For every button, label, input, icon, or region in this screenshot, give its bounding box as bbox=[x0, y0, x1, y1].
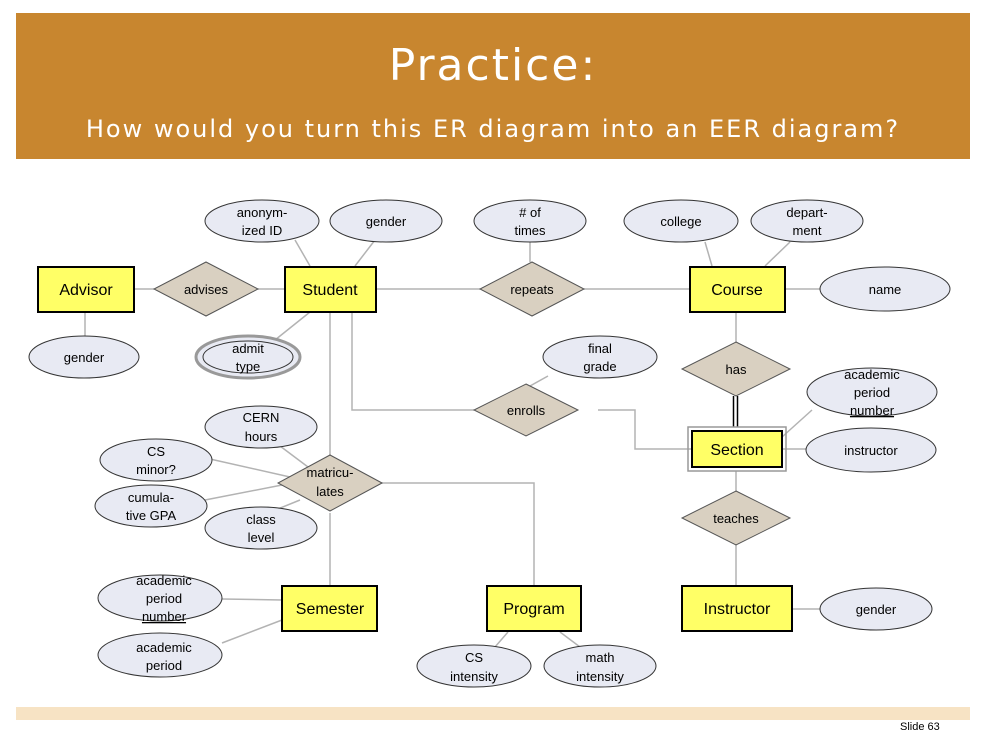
svg-text:instructor: instructor bbox=[844, 443, 898, 458]
svg-text:advises: advises bbox=[184, 282, 229, 297]
attribute-final-grade: final grade bbox=[542, 335, 658, 379]
svg-text:CS: CS bbox=[147, 444, 165, 459]
svg-text:matricu-: matricu- bbox=[307, 465, 354, 480]
svg-text:times: times bbox=[514, 223, 546, 238]
svg-text:academic: academic bbox=[844, 367, 900, 382]
slide-number: Slide 63 bbox=[900, 721, 940, 733]
relationship-has-identifying: has bbox=[680, 341, 792, 397]
svg-text:admit: admit bbox=[232, 341, 264, 356]
svg-text:level: level bbox=[248, 530, 275, 545]
entity-instructor: Instructor bbox=[681, 585, 793, 632]
svg-text:grade: grade bbox=[583, 359, 616, 374]
attribute-student-gender: gender bbox=[329, 199, 443, 243]
total-participation-line bbox=[732, 396, 739, 427]
svg-text:Instructor: Instructor bbox=[704, 601, 771, 618]
relationship-enrolls: enrolls bbox=[472, 383, 580, 437]
attribute-math-intensity: math intensity bbox=[543, 644, 657, 688]
svg-text:depart-: depart- bbox=[786, 205, 827, 220]
entity-section-weak: Section bbox=[687, 426, 787, 472]
svg-text:class: class bbox=[246, 512, 276, 527]
svg-text:period: period bbox=[146, 658, 182, 673]
attribute-admit-type-multivalued: admit type bbox=[194, 334, 302, 380]
svg-text:number: number bbox=[142, 609, 187, 624]
attribute-num-of-times: # of times bbox=[473, 199, 587, 243]
attribute-class-level: class level bbox=[204, 506, 318, 550]
svg-text:repeats: repeats bbox=[510, 282, 554, 297]
entity-student: Student bbox=[284, 266, 377, 313]
svg-text:# of: # of bbox=[519, 205, 541, 220]
entity-semester: Semester bbox=[281, 585, 378, 632]
svg-text:enrolls: enrolls bbox=[507, 403, 546, 418]
attribute-anonymized-id: anonym- ized ID bbox=[204, 199, 320, 243]
attribute-semester-academic-period-number: academic period number bbox=[97, 573, 223, 624]
attribute-section-academic-period-number: academic period number bbox=[806, 367, 938, 418]
entity-program: Program bbox=[486, 585, 582, 632]
svg-text:gender: gender bbox=[856, 602, 897, 617]
attribute-cs-intensity: CS intensity bbox=[416, 644, 532, 688]
attribute-instructor-gender: gender bbox=[819, 587, 933, 631]
svg-text:CERN: CERN bbox=[243, 410, 280, 425]
attribute-advisor-gender: gender bbox=[28, 335, 140, 379]
attribute-cern-hours: CERN hours bbox=[204, 405, 318, 449]
svg-text:final: final bbox=[588, 341, 612, 356]
relationship-repeats: repeats bbox=[478, 261, 586, 317]
svg-text:teaches: teaches bbox=[713, 511, 759, 526]
svg-text:college: college bbox=[660, 214, 701, 229]
entity-course: Course bbox=[689, 266, 786, 313]
svg-text:hours: hours bbox=[245, 429, 278, 444]
svg-text:intensity: intensity bbox=[576, 669, 624, 684]
svg-text:has: has bbox=[726, 362, 747, 377]
svg-text:cumula-: cumula- bbox=[128, 490, 174, 505]
svg-text:gender: gender bbox=[366, 214, 407, 229]
svg-text:Program: Program bbox=[503, 601, 564, 618]
footer-bar bbox=[16, 707, 970, 720]
svg-text:gender: gender bbox=[64, 350, 105, 365]
svg-text:ized ID: ized ID bbox=[242, 223, 282, 238]
attribute-section-instructor: instructor bbox=[805, 427, 937, 473]
svg-text:anonym-: anonym- bbox=[237, 205, 288, 220]
relationship-teaches: teaches bbox=[680, 490, 792, 546]
attribute-cumulative-gpa: cumula- tive GPA bbox=[94, 484, 208, 528]
svg-text:math: math bbox=[586, 650, 615, 665]
svg-text:type: type bbox=[236, 359, 261, 374]
svg-text:Course: Course bbox=[711, 282, 763, 299]
svg-text:lates: lates bbox=[316, 484, 344, 499]
svg-text:minor?: minor? bbox=[136, 462, 176, 477]
attribute-course-name: name bbox=[819, 266, 951, 312]
svg-text:academic: academic bbox=[136, 573, 192, 588]
svg-text:Semester: Semester bbox=[296, 601, 365, 618]
svg-text:period: period bbox=[854, 385, 890, 400]
attribute-semester-academic-period: academic period bbox=[97, 632, 223, 678]
relationship-matriculates: matricu- lates bbox=[276, 454, 384, 512]
slide-subtitle: How would you turn this ER diagram into … bbox=[85, 115, 901, 143]
svg-text:number: number bbox=[850, 403, 895, 418]
svg-text:academic: academic bbox=[136, 640, 192, 655]
attribute-college: college bbox=[623, 199, 739, 243]
svg-text:Section: Section bbox=[710, 442, 763, 459]
slide-title: Practice: bbox=[388, 40, 598, 91]
svg-text:intensity: intensity bbox=[450, 669, 498, 684]
connector-lines bbox=[84, 239, 820, 648]
svg-text:Student: Student bbox=[302, 282, 358, 299]
svg-text:ment: ment bbox=[793, 223, 822, 238]
svg-text:period: period bbox=[146, 591, 182, 606]
title-banner bbox=[16, 13, 970, 159]
entity-advisor: Advisor bbox=[37, 266, 135, 313]
svg-text:tive GPA: tive GPA bbox=[126, 508, 177, 523]
attribute-department: depart- ment bbox=[750, 199, 864, 243]
svg-text:name: name bbox=[869, 282, 902, 297]
svg-text:Advisor: Advisor bbox=[59, 282, 113, 299]
attribute-cs-minor: CS minor? bbox=[99, 438, 213, 482]
svg-text:CS: CS bbox=[465, 650, 483, 665]
relationship-advises: advises bbox=[152, 261, 260, 317]
